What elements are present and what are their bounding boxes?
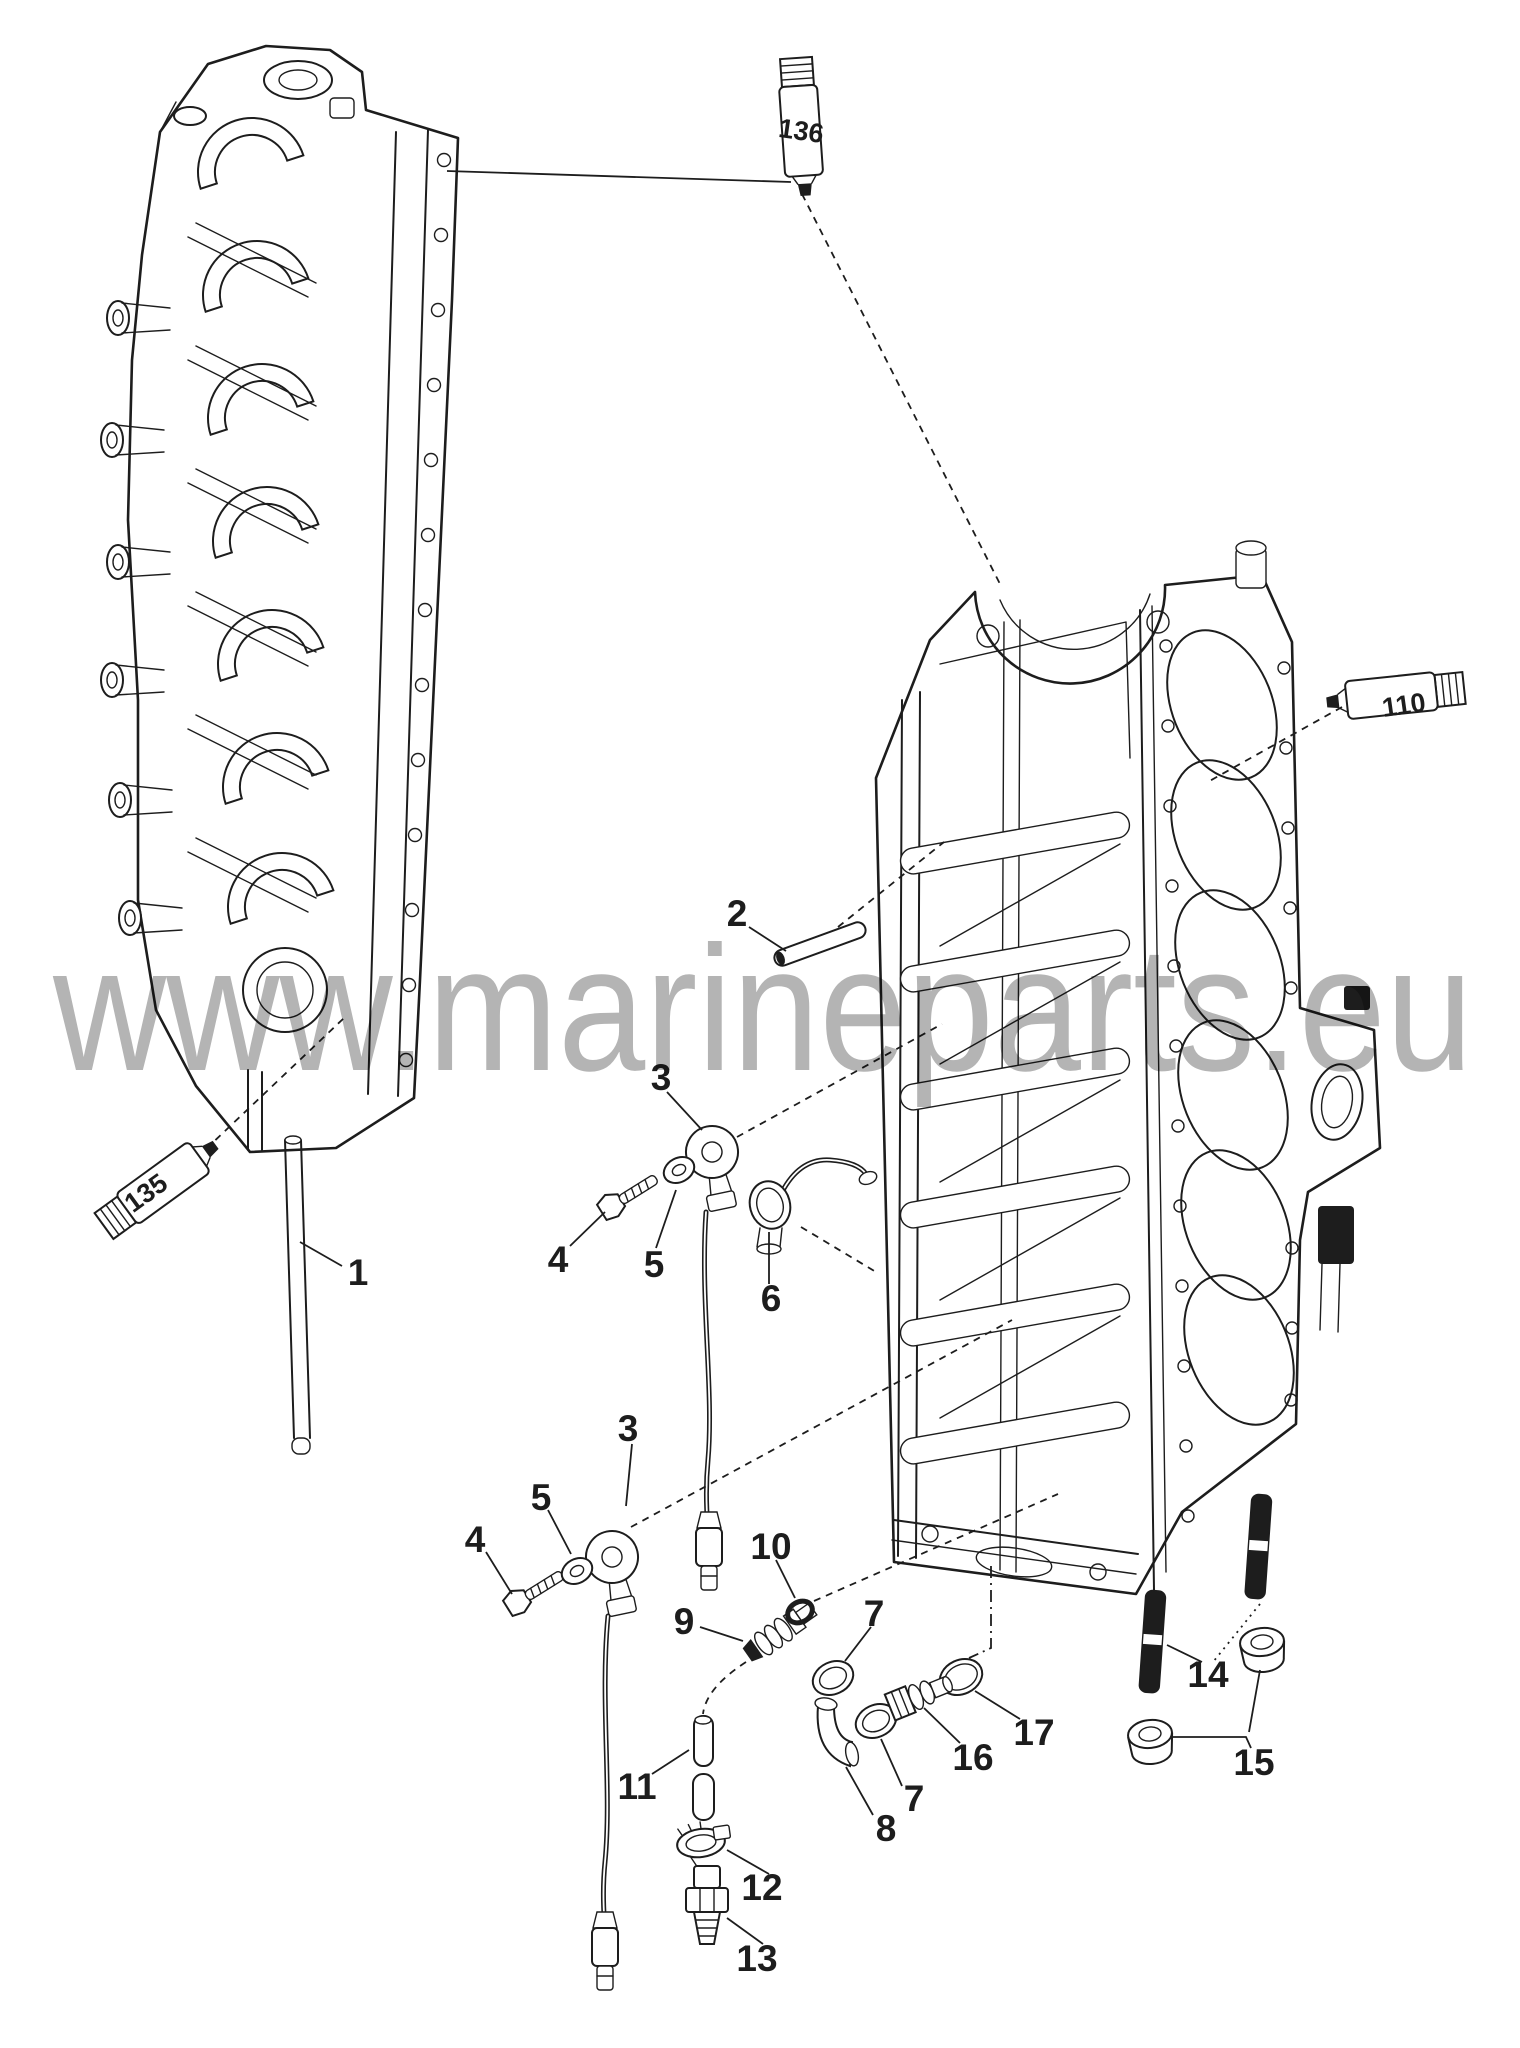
part-callout: 5 xyxy=(531,1477,552,1518)
sealant-tube-135-icon xyxy=(93,1140,219,1241)
part-callout: 17 xyxy=(1013,1712,1054,1753)
part-15-plug-left xyxy=(1127,1718,1174,1765)
part-callout: 16 xyxy=(952,1737,993,1778)
part-5-washer-lower xyxy=(560,1557,594,1585)
part-3-sensor-upper xyxy=(685,1125,739,1591)
part-10-oring xyxy=(785,1598,815,1626)
part-6-fitting xyxy=(748,1157,878,1255)
part-callout: 5 xyxy=(644,1244,665,1285)
cylinder-block-drawing xyxy=(874,540,1382,1596)
part-8-elbow xyxy=(814,1697,860,1768)
part-callout: 7 xyxy=(904,1778,925,1819)
part-callout: 8 xyxy=(876,1808,897,1849)
part-15-plug-right xyxy=(1239,1626,1286,1673)
callout-labels: 1 2 3 4 5 6 3 5 4 10 7 9 14 17 16 15 11 … xyxy=(348,893,1275,1979)
watermark-text: www.marineparts.eu xyxy=(52,909,1473,1108)
part-12-clamp xyxy=(676,1821,732,1859)
part-callout: 3 xyxy=(618,1408,639,1449)
part-2-pin xyxy=(773,921,867,967)
part-7-clamp-a xyxy=(811,1659,855,1697)
part-4-bolt-upper xyxy=(595,1175,658,1222)
part-callout: 2 xyxy=(727,893,748,934)
part-callout: 7 xyxy=(864,1593,885,1634)
sealant-tube-136-icon xyxy=(778,55,824,197)
part-14-stud-left xyxy=(1138,1589,1167,1694)
part-7-clamp-b xyxy=(854,1702,898,1740)
assembly-direction-lines xyxy=(205,193,1343,1715)
part-14-stud-right xyxy=(1244,1493,1273,1600)
part-callout: 11 xyxy=(617,1766,656,1807)
part-callout: 10 xyxy=(750,1526,791,1567)
part-callout: 4 xyxy=(465,1519,486,1560)
part-3-sensor-lower xyxy=(585,1530,639,1991)
part-callout: 13 xyxy=(736,1938,777,1979)
sealant-tube-110-icon xyxy=(1326,670,1467,720)
part-callout: 3 xyxy=(651,1057,672,1098)
part-16-fitting xyxy=(883,1675,953,1722)
sealant-tube-110-label: 110 xyxy=(1380,687,1427,723)
part-11-sleeve xyxy=(692,1715,715,1821)
small-parts xyxy=(284,921,1286,1991)
part-callout: 9 xyxy=(674,1601,695,1642)
part-5-washer-upper xyxy=(662,1156,696,1184)
part-callout: 12 xyxy=(741,1867,782,1908)
crankcase-drawing xyxy=(100,44,460,1154)
part-callout: 14 xyxy=(1187,1654,1229,1695)
part-callout: 4 xyxy=(548,1239,569,1280)
part-callout: 1 xyxy=(348,1252,369,1293)
part-callout: 6 xyxy=(761,1278,782,1319)
part-1-tube xyxy=(284,1135,311,1455)
sealant-tube-136-label: 136 xyxy=(777,113,826,149)
part-13-sensor xyxy=(685,1855,729,1945)
part-9-fitting xyxy=(742,1602,818,1662)
leader-lines xyxy=(299,170,1261,1945)
part-4-bolt-lower xyxy=(501,1571,564,1618)
part-callout: 15 xyxy=(1233,1742,1274,1783)
